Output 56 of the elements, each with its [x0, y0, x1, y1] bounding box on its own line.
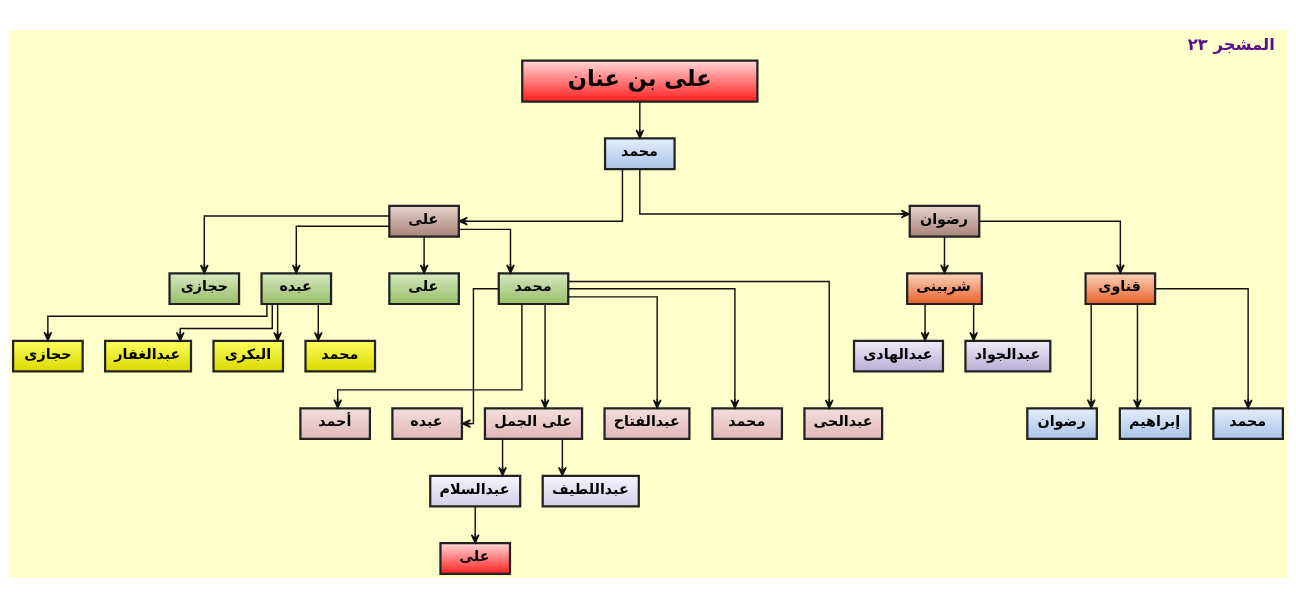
arrow [557, 438, 567, 477]
arrow [273, 303, 283, 342]
arrow [458, 228, 515, 274]
node-box: حجازى [168, 272, 241, 306]
diagram-title: المشجر ٢٣ [1187, 35, 1275, 55]
node-box: عبده [260, 272, 333, 306]
node-box: على بن عنان [521, 59, 759, 103]
arrow [1154, 287, 1253, 409]
arrow [635, 101, 645, 139]
arrow [978, 220, 1125, 274]
arrow [419, 236, 429, 274]
arrow [43, 303, 268, 342]
arrow [940, 236, 949, 274]
node-box: على [388, 272, 460, 306]
arrow [333, 303, 523, 409]
node-box: عبدالهادى [852, 339, 945, 373]
node-box: إبراهيم [1118, 407, 1192, 441]
node-box: رضوان [1026, 407, 1098, 441]
node-box: عبدالحى [803, 407, 884, 441]
node-box: عبداللطيف [541, 474, 640, 508]
node-box: محمد [1212, 407, 1285, 441]
node-box: محمد [711, 407, 784, 441]
arrow [969, 303, 979, 342]
arrow [1086, 303, 1096, 409]
arrow [498, 438, 507, 477]
arrow [567, 287, 740, 409]
arrow [639, 168, 911, 219]
arrow [199, 215, 390, 274]
node-box: على الجمل [483, 407, 584, 441]
arrow [540, 303, 550, 409]
node-box: عبدالسلام [429, 474, 522, 508]
arrow [567, 280, 834, 409]
node-box: البكرى [212, 339, 285, 373]
node-box: محمد [603, 137, 676, 171]
node-box: عبدالجواد [964, 339, 1052, 373]
arrow [461, 287, 500, 428]
node-box: على [388, 204, 460, 238]
node-box: عبده [391, 407, 464, 441]
node-box: على [439, 542, 512, 576]
arrow [567, 296, 662, 409]
arrow [470, 506, 480, 544]
node-box: محمد [304, 339, 377, 373]
node-box: قناوى [1084, 272, 1157, 306]
arrow [175, 303, 273, 342]
node-box: أحمد [299, 407, 372, 441]
arrow [291, 225, 390, 274]
arrow [920, 303, 930, 342]
node-box: حجازى [11, 339, 84, 373]
node-box: شربينى [906, 272, 983, 306]
node-box: عبدالغفار [104, 339, 193, 373]
arrow [313, 303, 323, 342]
arrow [458, 168, 624, 226]
arrow [1133, 303, 1142, 409]
node-box: رضوان [908, 204, 981, 238]
node-box: محمد [497, 272, 570, 306]
node-box: عبدالفتاح [603, 407, 691, 441]
